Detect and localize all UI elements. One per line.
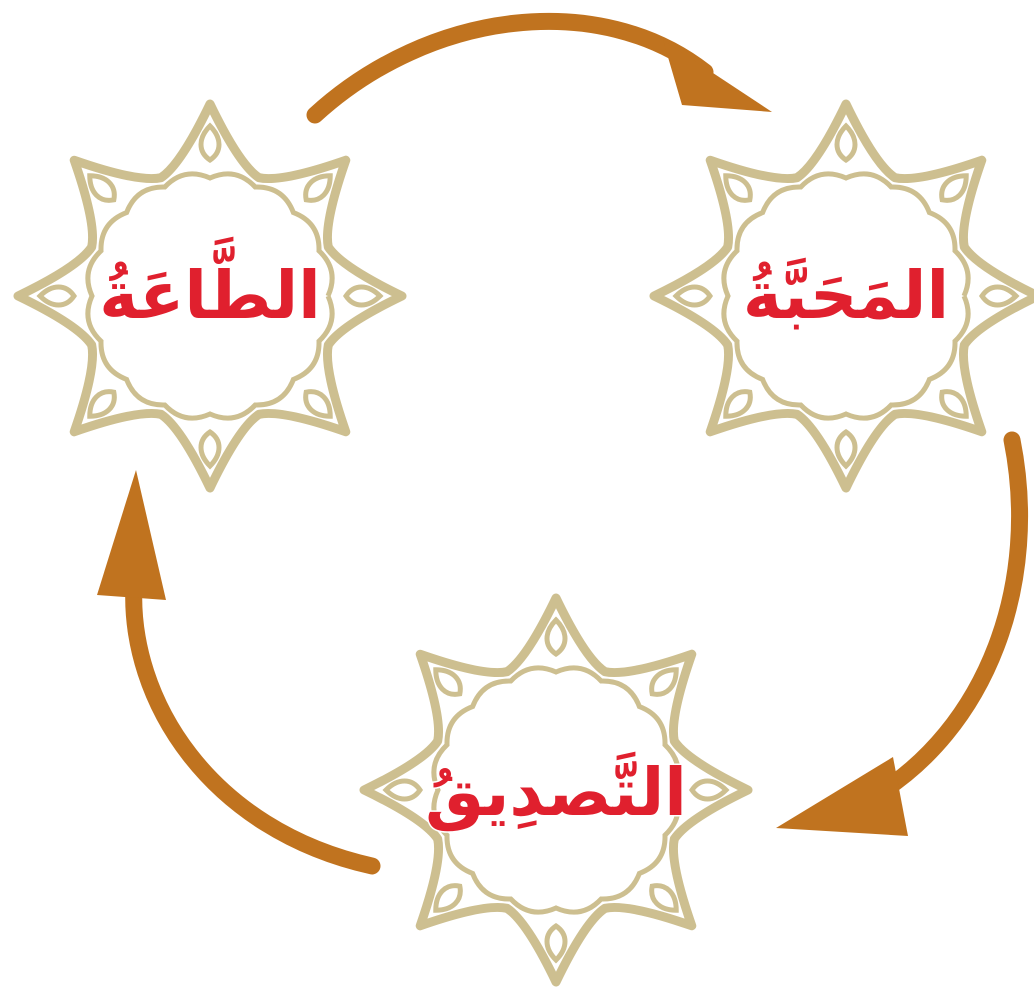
- arrow-head-belief-to-obedience: [97, 470, 166, 600]
- arrow-belief-to-obedience: [134, 585, 372, 866]
- node-label-belief: التَّصدِيقُ: [425, 751, 687, 832]
- arrow-obedience-to-love: [315, 21, 705, 115]
- arrow-head-love-to-belief: [776, 757, 908, 836]
- arrow-love-to-belief: [868, 440, 1020, 800]
- arrow-head-obedience-to-love: [663, 40, 772, 112]
- node-label-love: المَحَبَّةُ: [743, 256, 949, 334]
